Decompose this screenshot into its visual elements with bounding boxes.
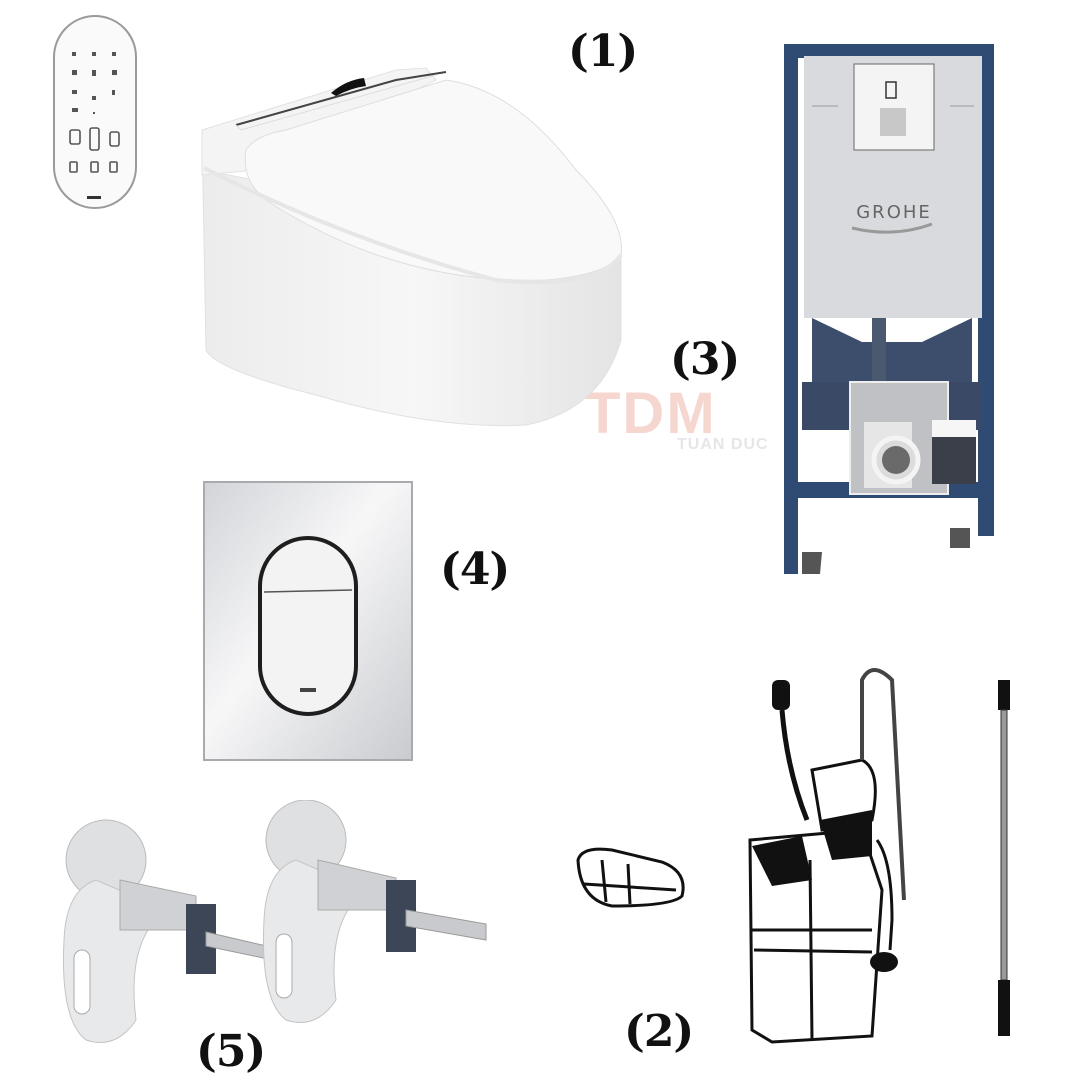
label-item-1: (1) — [568, 26, 638, 77]
watermark-sub: TUAN DUC — [677, 436, 769, 453]
frame-brand-text: GROHE — [856, 202, 932, 223]
installation-frame-image: GROHE — [782, 42, 996, 578]
label-item-2: (2) — [624, 1006, 694, 1057]
flush-mechanism-image — [572, 660, 1032, 1070]
label-item-3: (3) — [670, 334, 740, 385]
bracket-left — [63, 819, 293, 1043]
label-item-4: (4) — [440, 544, 510, 595]
flush-plate-image — [202, 480, 416, 762]
remote-control-image — [52, 14, 138, 210]
label-item-5: (5) — [196, 1026, 266, 1077]
smart-toilet-image — [196, 50, 636, 450]
mounting-brackets-image — [56, 800, 496, 1060]
bracket-right — [263, 800, 487, 1023]
